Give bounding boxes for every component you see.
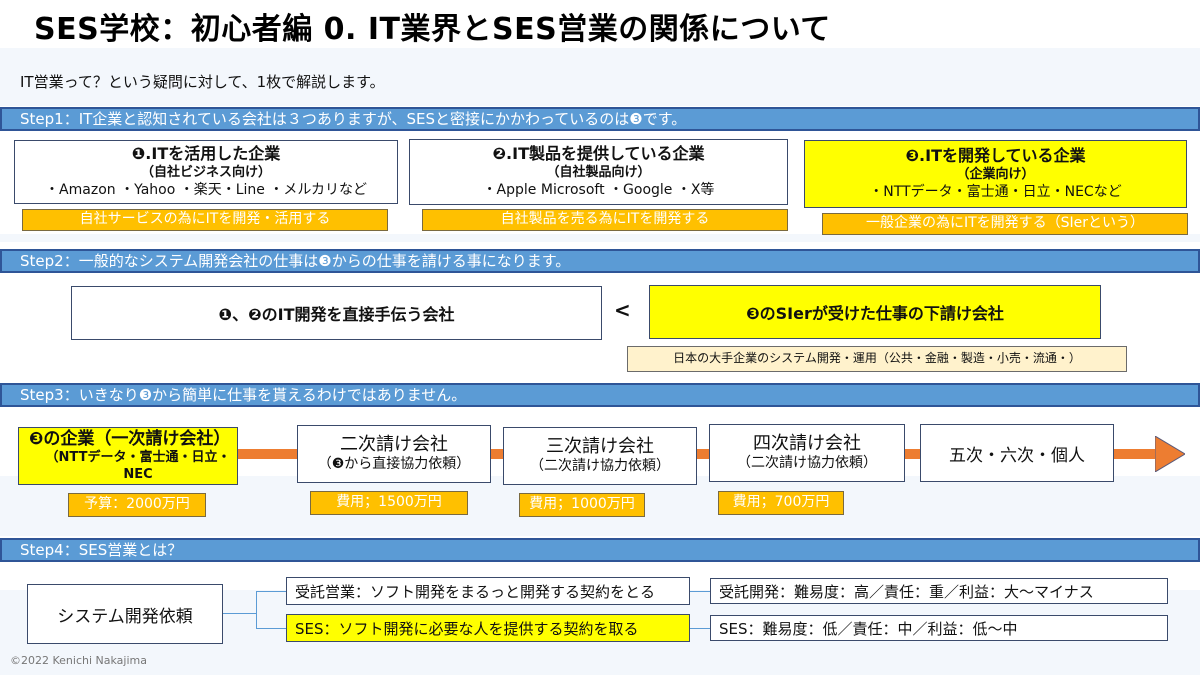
tier-card-5: 五次・六次・個人 [920, 424, 1114, 482]
direct-support-company-box: ❶、❷のIT開発を直接手伝う会社 [71, 286, 602, 340]
tier-detail: （二次請け協力依頼） [530, 457, 670, 474]
contract-development-result-box: 受託開発：難易度：高／責任：重／利益：大～マイナス [710, 578, 1168, 604]
comparison-less-than: < [614, 298, 631, 322]
page-title: SES学校：初心者編 0. IT業界とSES営業の関係について [34, 12, 831, 47]
tier-cost: 予算：2000万円 [68, 493, 206, 517]
company-card-target: （自社製品向け） [546, 165, 651, 180]
tier-card-3: 三次請け会社 （二次請け協力依頼） [503, 427, 697, 485]
ses-sales-box: SES：ソフト開発に必要な人を提供する契約を取る [286, 614, 690, 642]
step4-heading: Step4：SES営業とは？ [0, 538, 1200, 562]
step2-heading: Step2：一般的なシステム開発会社の仕事は❸からの仕事を請ける事になります。 [0, 249, 1200, 273]
company-purpose-1: 自社サービスの為にITを開発・活用する [22, 209, 388, 231]
tree-line [256, 591, 257, 629]
company-card-title: ❸.ITを開発している企業 [905, 146, 1086, 165]
tier-name: ❸の企業（一次請け会社） [29, 429, 231, 449]
step1-heading: Step1：IT企業と認知されている会社は３つありますが、SESと密接にかかわっ… [0, 107, 1200, 131]
company-card-2: ❷.IT製品を提供している企業 （自社製品向け） ・Apple Microsof… [409, 139, 788, 205]
tier-card-4: 四次請け会社 （二次請け協力依頼） [709, 424, 905, 482]
company-purpose-3: 一般企業の為にITを開発する（SIerという） [822, 213, 1188, 235]
tree-line [223, 613, 256, 614]
page-subtitle: IT営業って？という疑問に対して、1枚で解説します。 [20, 73, 385, 91]
company-purpose-2: 自社製品を売る為にITを開発する [422, 209, 788, 231]
sier-clients-note: 日本の大手企業のシステム開発・運用（公共・金融・製造・小売・流通・） [627, 346, 1127, 372]
tree-line [690, 591, 710, 592]
tier-detail: （NTTデータ・富士通・日立・NEC [45, 450, 231, 482]
company-card-title: ❷.IT製品を提供している企業 [492, 144, 705, 163]
company-card-examples: ・Apple Microsoft ・Google ・X等 [482, 182, 715, 198]
tier-cost: 費用；700万円 [718, 491, 844, 515]
tier-name: 四次請け会社 [753, 432, 861, 454]
background-band [0, 48, 1200, 106]
ses-result-box: SES：難易度：低／責任：中／利益：低～中 [710, 615, 1168, 641]
tree-line [690, 628, 710, 629]
tier-cost: 費用；1500万円 [310, 491, 468, 515]
tier-connector [1100, 449, 1160, 459]
system-dev-request-box: システム開発依頼 [27, 584, 223, 644]
tier-name: 三次請け会社 [546, 435, 654, 457]
tier-connector [485, 449, 510, 459]
company-card-target: （企業向け） [956, 167, 1035, 182]
step3-heading: Step3：いきなり❸から簡単に仕事を貰えるわけではありません。 [0, 383, 1200, 407]
tier-card-2: 二次請け会社 （❸から直接協力依頼） [297, 425, 491, 483]
background-band [0, 234, 1200, 242]
company-card-1: ❶.ITを活用した企業 （自社ビジネス向け） ・Amazon ・Yahoo ・楽… [14, 140, 398, 204]
company-card-title: ❶.ITを活用した企業 [131, 144, 281, 163]
tier-card-1: ❸の企業（一次請け会社） （NTTデータ・富士通・日立・NEC [18, 427, 238, 485]
copyright-notice: ©2022 Kenichi Nakajima [10, 654, 147, 667]
company-card-examples: ・NTTデータ・富士通・日立・NECなど [869, 184, 1122, 200]
tree-line [256, 628, 286, 629]
tree-line [256, 591, 286, 592]
tier-connector [900, 449, 925, 459]
company-card-examples: ・Amazon ・Yahoo ・楽天・Line ・メルカリなど [45, 182, 367, 198]
arrow-right-icon [1155, 436, 1185, 472]
tier-connector [690, 449, 715, 459]
tier-detail: （二次請け協力依頼） [737, 454, 877, 471]
tier-cost: 費用；1000万円 [519, 493, 645, 517]
company-card-3: ❸.ITを開発している企業 （企業向け） ・NTTデータ・富士通・日立・NECな… [804, 140, 1187, 208]
contract-development-sales-box: 受託営業：ソフト開発をまるっと開発する契約をとる [286, 577, 690, 605]
tier-connector [230, 449, 300, 459]
tier-detail: （❸から直接協力依頼） [317, 455, 471, 472]
tier-name: 二次請け会社 [340, 433, 448, 455]
subcontractor-company-box: ❸のSIerが受けた仕事の下請け会社 [649, 285, 1101, 339]
company-card-target: （自社ビジネス向け） [140, 165, 271, 180]
